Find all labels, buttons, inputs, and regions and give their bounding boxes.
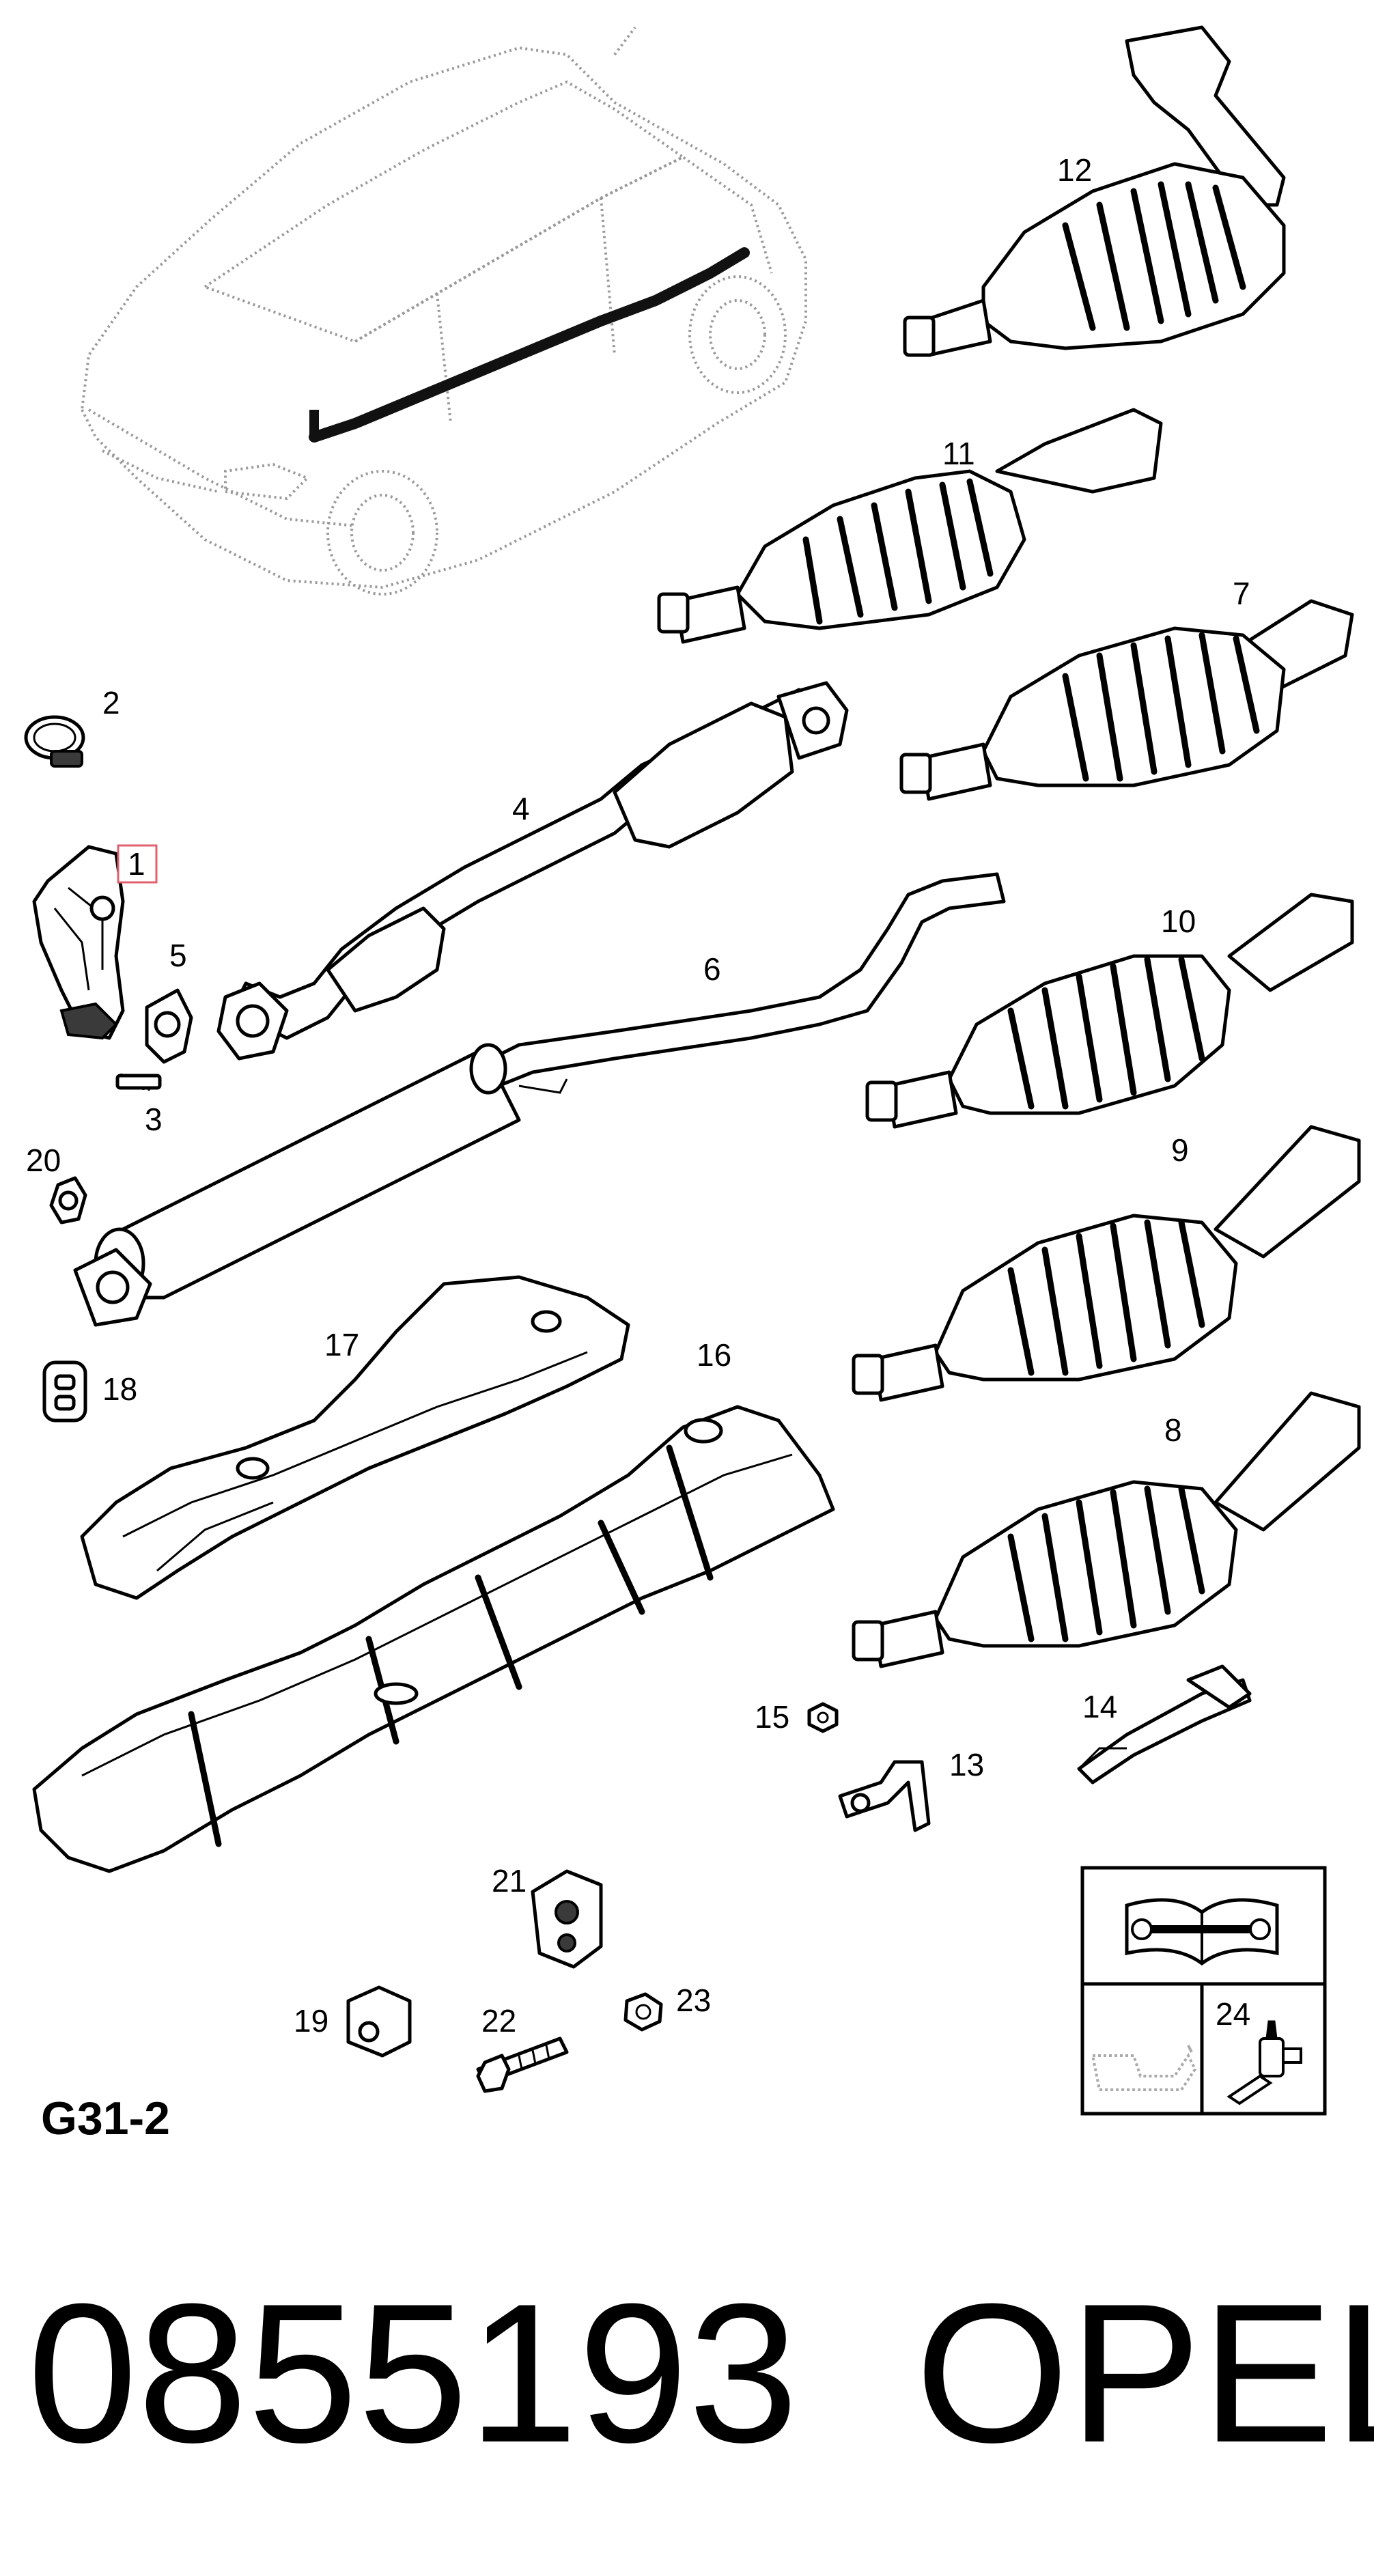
part-number: 0855193 — [27, 2263, 798, 2484]
part-17-heat-shield — [80, 1275, 630, 1600]
callout-2: 2 — [102, 685, 120, 720]
callout-8: 8 — [1164, 1412, 1182, 1448]
callout-10: 10 — [1161, 904, 1196, 939]
part-6-intermediate-pipe — [73, 872, 1006, 1327]
callout-22: 22 — [481, 2003, 516, 2039]
part-11-rear-muffler — [657, 408, 1163, 644]
callout-labels: 1 2 3 4 5 6 7 8 9 10 11 12 13 14 15 16 1… — [26, 152, 1250, 2039]
part-5-gasket — [145, 988, 193, 1064]
part-13-bracket — [838, 1760, 931, 1832]
sealant-tube-icon — [1226, 2020, 1302, 2105]
callout-19: 19 — [294, 2003, 328, 2039]
callout-12: 12 — [1057, 152, 1092, 188]
callout-20: 20 — [26, 1143, 61, 1178]
callout-13: 13 — [949, 1747, 984, 1782]
service-manual-icon — [1125, 1898, 1279, 1966]
part-1-exhaust-manifold — [32, 845, 125, 1040]
part-22-bolt — [476, 2036, 569, 2093]
part-8-rear-muffler — [852, 1391, 1361, 1668]
service-info-box — [1080, 1866, 1327, 2116]
callout-17: 17 — [324, 1327, 359, 1362]
callout-11: 11 — [942, 436, 975, 471]
part-16-heat-shield — [32, 1405, 835, 1873]
part-19-rubber-mount — [346, 1985, 412, 2058]
brand-name: OPEL — [915, 2263, 1374, 2484]
part-2-clamp — [24, 715, 85, 768]
callout-9: 9 — [1171, 1132, 1189, 1168]
part-7-rear-muffler — [899, 599, 1354, 801]
part-14-clamp — [1077, 1664, 1252, 1784]
part-21-rubber-mount — [531, 1869, 603, 1969]
part-18-rubber-mount — [42, 1360, 87, 1423]
part-12-rear-muffler — [903, 25, 1286, 357]
callout-3: 3 — [145, 1102, 163, 1137]
part-9-rear-muffler — [852, 1125, 1361, 1402]
callout-24: 24 — [1216, 1996, 1250, 2032]
part-20-nut — [49, 1176, 87, 1224]
oil-can-icon — [1091, 2045, 1197, 2091]
callout-16: 16 — [697, 1337, 731, 1373]
callout-1: 1 — [128, 846, 145, 882]
callout-4: 4 — [512, 791, 530, 826]
callout-7: 7 — [1233, 576, 1250, 611]
callout-23: 23 — [676, 1983, 711, 2018]
callout-6: 6 — [703, 951, 721, 987]
callout-5: 5 — [169, 938, 187, 973]
part-10-rear-muffler — [865, 893, 1354, 1129]
part-15-nut — [807, 1702, 839, 1733]
callout-15: 15 — [755, 1699, 789, 1735]
vehicle-outline — [80, 26, 807, 596]
callout-21: 21 — [492, 1863, 527, 1899]
callout-18: 18 — [102, 1371, 137, 1407]
part-4-front-pipe-catalyst — [216, 681, 849, 1061]
highlight-box-callout-1 — [117, 844, 158, 884]
part-23-nut — [623, 1992, 663, 2032]
diagram-code: G31-2 — [41, 2092, 170, 2144]
part-3-stud — [115, 1074, 162, 1091]
callout-14: 14 — [1082, 1689, 1117, 1724]
vehicle-exhaust-route — [309, 247, 750, 443]
